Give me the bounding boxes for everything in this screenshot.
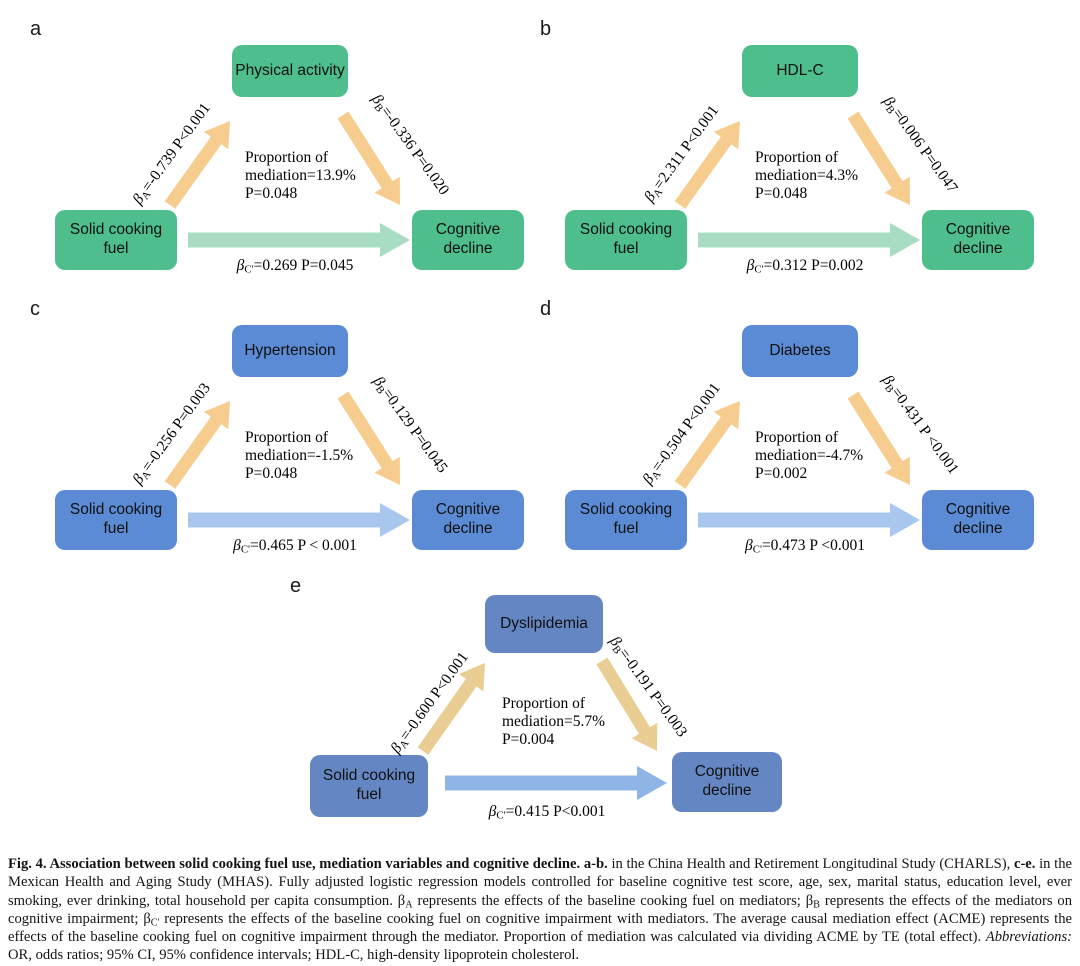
path-c-label: βC'=0.473 P <0.001 bbox=[745, 537, 865, 556]
indirect-path-arrow-a bbox=[164, 401, 230, 489]
panel-letter: b bbox=[540, 18, 552, 40]
mediator-box: Diabetes bbox=[742, 325, 858, 377]
indirect-path-arrow-b bbox=[847, 111, 910, 205]
path-arrows bbox=[164, 111, 410, 257]
indirect-path-arrow-b bbox=[337, 391, 400, 485]
path-c-label: βC'=0.465 P < 0.001 bbox=[233, 537, 357, 556]
direct-path-arrow bbox=[188, 223, 410, 257]
panel-d: d Diabetes Solid cooking fuel Cognitive … bbox=[530, 298, 1050, 583]
outcome-box: Cognitive decline bbox=[412, 210, 524, 270]
panel-b: b HDL-C Solid cooking fuel Cognitive dec… bbox=[530, 18, 1050, 303]
path-arrows bbox=[674, 111, 920, 257]
panel-letter: a bbox=[30, 18, 42, 40]
panel-a: a Physical activity Solid cooking fuel C… bbox=[20, 18, 540, 303]
indirect-path-arrow-b bbox=[847, 391, 910, 485]
path-c-label: βC'=0.312 P=0.002 bbox=[746, 257, 864, 276]
indirect-path-arrow-a bbox=[674, 401, 740, 489]
figure-caption: Fig. 4. Association between solid cookin… bbox=[8, 856, 1073, 964]
panel-letter: c bbox=[30, 298, 40, 320]
outcome-box: Cognitive decline bbox=[412, 490, 524, 550]
direct-path-arrow bbox=[445, 766, 667, 800]
panel-c: c Hypertension Solid cooking fuel Cognit… bbox=[20, 298, 540, 583]
path-c-label: βC'=0.415 P<0.001 bbox=[488, 803, 606, 822]
panel-e: e Dyslipidemia Solid cooking fuel Cognit… bbox=[280, 575, 800, 860]
indirect-path-arrow-b bbox=[337, 111, 400, 205]
mediator-box: Dyslipidemia bbox=[485, 595, 603, 653]
indirect-path-arrow-a bbox=[164, 121, 230, 209]
path-c-label: βC'=0.269 P=0.045 bbox=[236, 257, 354, 276]
mediator-box: HDL-C bbox=[742, 45, 858, 97]
panel-letter: d bbox=[540, 298, 552, 320]
exposure-box: Solid cooking fuel bbox=[565, 210, 687, 270]
outcome-box: Cognitive decline bbox=[922, 490, 1034, 550]
exposure-box: Solid cooking fuel bbox=[565, 490, 687, 550]
exposure-box: Solid cooking fuel bbox=[55, 490, 177, 550]
mediator-box: Physical activity bbox=[232, 45, 348, 97]
indirect-path-arrow-b bbox=[596, 657, 658, 751]
outcome-box: Cognitive decline bbox=[672, 752, 782, 812]
path-arrows bbox=[417, 657, 667, 800]
outcome-box: Cognitive decline bbox=[922, 210, 1034, 270]
direct-path-arrow bbox=[698, 503, 920, 537]
path-arrows bbox=[674, 391, 920, 537]
exposure-box: Solid cooking fuel bbox=[310, 755, 428, 817]
direct-path-arrow bbox=[188, 503, 410, 537]
indirect-path-arrow-a bbox=[674, 121, 740, 209]
mediator-box: Hypertension bbox=[232, 325, 348, 377]
path-arrows bbox=[164, 391, 410, 537]
panel-letter: e bbox=[290, 575, 302, 597]
indirect-path-arrow-a bbox=[417, 663, 485, 755]
direct-path-arrow bbox=[698, 223, 920, 257]
exposure-box: Solid cooking fuel bbox=[55, 210, 177, 270]
